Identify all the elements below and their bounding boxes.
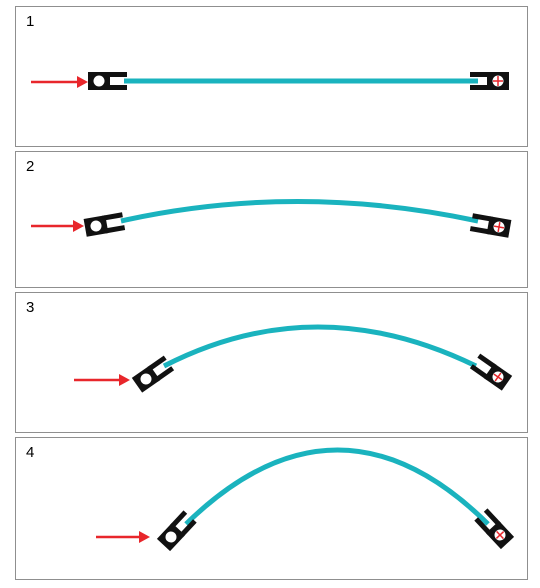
- elastic-strip: [184, 447, 490, 526]
- panel-3-drawing: [74, 324, 513, 393]
- right-clamp-icon: [469, 213, 512, 238]
- panel-2: 2: [15, 151, 528, 288]
- panel-2-drawing: [31, 199, 512, 238]
- left-clamp-icon: [88, 72, 127, 90]
- force-arrow-icon: [31, 76, 88, 88]
- right-clamp-icon: [469, 353, 513, 391]
- right-clamp-icon: [470, 72, 509, 90]
- panel-number: 4: [26, 444, 35, 461]
- panel-number: 2: [26, 158, 35, 175]
- panel-number: 1: [26, 13, 35, 30]
- panel-4: 4: [15, 437, 528, 580]
- force-arrow-icon: [74, 374, 130, 386]
- force-arrow-icon: [96, 531, 150, 543]
- elastic-strip: [162, 324, 478, 369]
- panel-3: 3: [15, 292, 528, 433]
- force-arrow-icon: [31, 220, 84, 232]
- elastic-strip: [120, 199, 479, 224]
- left-clamp-icon: [156, 510, 197, 552]
- panel-4-drawing: [96, 447, 515, 552]
- left-clamp-icon: [83, 212, 126, 237]
- panel-number: 3: [26, 299, 35, 316]
- panel-1-drawing: [31, 72, 509, 90]
- left-clamp-icon: [131, 355, 175, 393]
- right-clamp-icon: [474, 508, 515, 550]
- panel-1: 1: [15, 6, 528, 147]
